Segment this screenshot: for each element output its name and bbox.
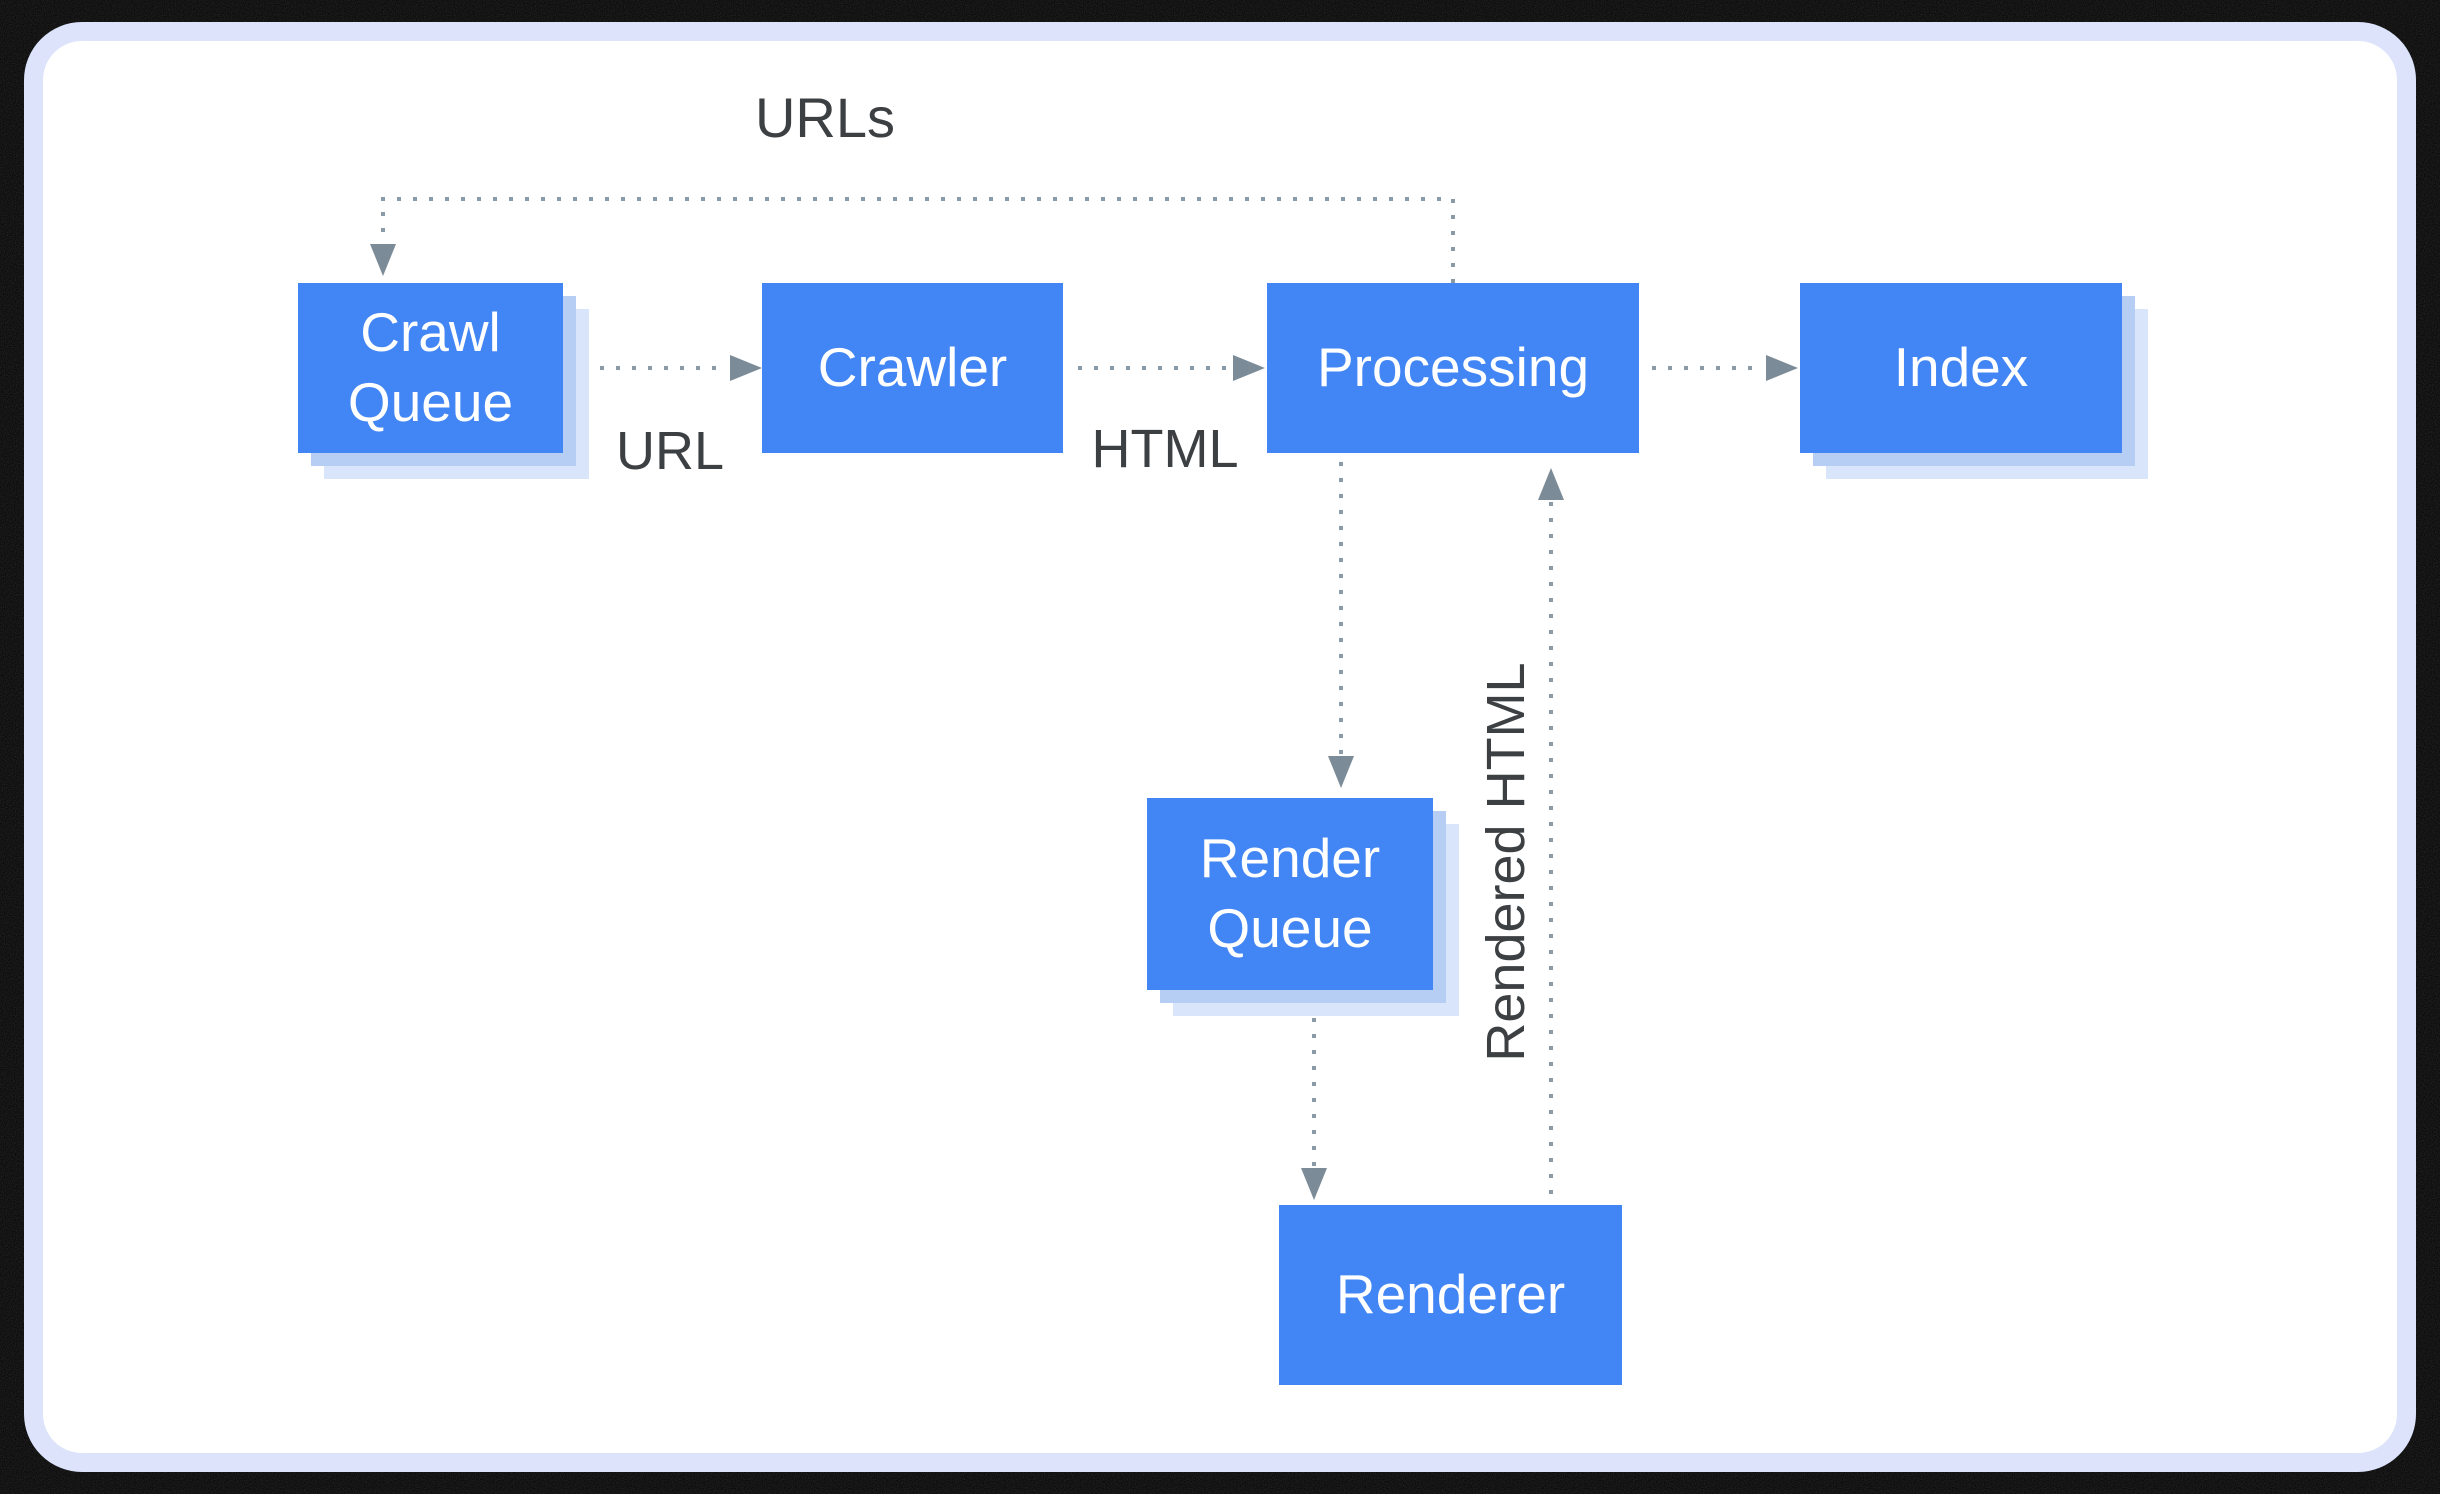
- node-renderer: Renderer: [1279, 1205, 1622, 1385]
- connector-feedback-down-segment: [381, 212, 385, 244]
- edge-label-urls: URLs: [754, 86, 896, 149]
- diagram-card: [24, 22, 2416, 1472]
- connector-crawlqueue-to-crawler: [600, 366, 728, 370]
- node-processing-label: Processing: [1316, 336, 1590, 399]
- connector-crawler-to-processing: [1078, 366, 1231, 370]
- arrowhead-into-crawler-icon: [730, 355, 762, 381]
- connector-feedback-up-segment: [1451, 199, 1455, 283]
- node-render-queue: Render Queue: [1147, 798, 1433, 990]
- arrowhead-into-processing-icon: [1233, 355, 1265, 381]
- node-crawl-queue: Crawl Queue: [298, 283, 563, 453]
- edge-label-html: HTML: [1091, 419, 1239, 479]
- node-render-queue-label: Render Queue: [1199, 827, 1381, 959]
- node-crawler-label: Crawler: [817, 336, 1008, 399]
- connector-processing-to-renderqueue: [1339, 462, 1343, 754]
- connector-renderer-to-processing: [1549, 502, 1553, 1205]
- node-renderer-label: Renderer: [1335, 1263, 1566, 1326]
- arrowhead-into-crawlqueue-icon: [370, 244, 396, 276]
- arrowhead-into-renderqueue-icon: [1328, 756, 1354, 788]
- arrowhead-into-index-icon: [1766, 355, 1798, 381]
- node-index-label: Index: [1893, 336, 2029, 399]
- node-index: Index: [1800, 283, 2122, 453]
- node-crawler: Crawler: [762, 283, 1063, 453]
- connector-renderqueue-to-renderer: [1312, 1002, 1316, 1166]
- node-crawl-queue-label: Crawl Queue: [347, 301, 514, 433]
- node-processing: Processing: [1267, 283, 1639, 453]
- arrowhead-into-processing-bottom-icon: [1538, 468, 1564, 500]
- connector-processing-to-index: [1652, 366, 1764, 370]
- edge-label-rendered-html: Rendered HTML: [1476, 662, 1536, 1062]
- arrowhead-into-renderer-icon: [1301, 1168, 1327, 1200]
- connector-feedback-top-segment: [381, 197, 1453, 201]
- edge-label-url: URL: [615, 421, 725, 481]
